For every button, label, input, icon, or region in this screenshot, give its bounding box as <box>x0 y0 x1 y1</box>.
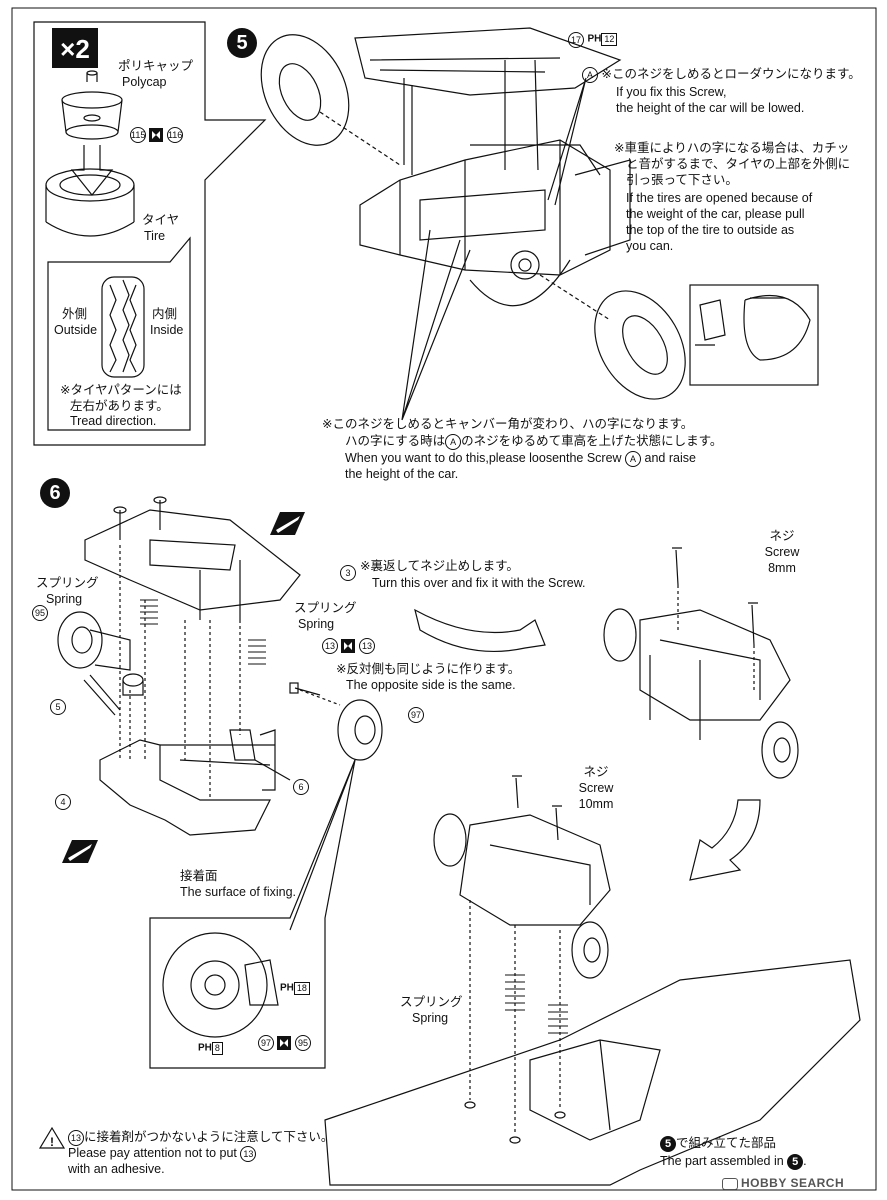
multiplier-text: ×2 <box>60 34 90 64</box>
note-b-jp-3: 引っ張って下さい。 <box>626 173 738 187</box>
spring-bottom-jp: スプリング <box>400 995 463 1009</box>
polycap-part-refs: 115 116 <box>130 126 183 143</box>
part-97-95-refs: 97 95 <box>258 1034 311 1051</box>
part-4-ref: 4 <box>55 793 71 810</box>
note-b-en-4: you can. <box>626 239 674 253</box>
note-b-en-3: the top of the tire to outside as <box>626 223 795 237</box>
part-6-ref: 6 <box>293 778 309 795</box>
part-3-ref: 3 <box>340 564 356 581</box>
swap-icon <box>341 638 356 653</box>
surface-fixing-en: The surface of fixing. <box>180 885 297 899</box>
screw-8-jp: ネジ <box>769 529 795 543</box>
note-opposite-jp: ※反対側も同じように作ります。 <box>336 662 521 676</box>
ph-12: 12 <box>601 33 618 47</box>
screw-a-marker: A <box>445 433 462 450</box>
spring-left-en: Spring <box>46 592 83 606</box>
tire-label-jp: タイヤ <box>142 213 180 227</box>
screw-8-en: Screw <box>764 545 800 559</box>
step-5-badge: 5 <box>227 28 257 58</box>
note-c-en-1: When you want to do this,please loosenth… <box>345 450 696 467</box>
polycap-label-jp: ポリキャップ <box>118 59 194 73</box>
outside-label-en: Outside <box>54 323 98 337</box>
spring-bottom-en: Spring <box>412 1011 449 1025</box>
watermark-icon <box>722 1177 738 1190</box>
surface-fixing-jp: 接着面 <box>180 869 218 883</box>
part-13-refs: 13 13 <box>322 637 375 654</box>
note-c-en-2: the height of the car. <box>345 467 459 481</box>
svg-text:!: ! <box>50 1135 54 1149</box>
inside-label-jp: 内側 <box>152 307 178 321</box>
warning-en-1: Please pay attention not to put 13 <box>68 1145 257 1162</box>
screw-a-marker: A <box>582 66 598 83</box>
note-turn-en: Turn this over and fix it with the Screw… <box>372 576 586 590</box>
tire-label-en: Tire <box>144 229 166 243</box>
part-115: 115 <box>130 126 146 143</box>
note-b-en-1: If the tires are opened because of <box>626 191 813 205</box>
part-97-ref: 97 <box>408 706 424 723</box>
swap-icon <box>149 127 164 142</box>
screw-10-en: Screw <box>578 781 614 795</box>
note-b-jp-2: と音がするまで、タイヤの上部を外側に <box>626 157 851 171</box>
inside-label-en: Inside <box>150 323 184 337</box>
spring-left-jp: スプリング <box>36 576 99 590</box>
note-b-en-2: the weight of the car, please pull <box>626 207 805 221</box>
note-a-jp: A ※このネジをしめるとローダウンになります。 <box>582 66 861 83</box>
polycap-label-en: Polycap <box>122 75 167 89</box>
note-a-en-2: the height of the car will be lowed. <box>616 101 805 115</box>
part-17: 17 <box>568 31 584 48</box>
screw-10-jp: ネジ <box>583 765 609 779</box>
spring-right-en: Spring <box>298 617 335 631</box>
ph-label: PH <box>587 33 602 45</box>
swap-icon <box>277 1035 292 1050</box>
part-116: 116 <box>166 126 183 143</box>
note-opposite-en: The opposite side is the same. <box>346 678 516 692</box>
assembled-en: The part assembled in 5. <box>660 1153 807 1170</box>
watermark: HOBBY SEARCH <box>722 1176 844 1190</box>
spring-right-jp: スプリング <box>294 601 357 615</box>
note-b-jp-1: ※車重によりハの字になる場合は、カチッ <box>614 141 850 155</box>
note-c-jp-1: ※このネジをしめるとキャンバー角が変わり、ハの字になります。 <box>322 417 694 431</box>
tread-note-jp-2: 左右があります。 <box>70 399 169 413</box>
warning-en-2: with an adhesive. <box>68 1162 165 1176</box>
outside-label-jp: 外側 <box>62 307 88 321</box>
tread-note-en: Tread direction. <box>70 414 157 428</box>
tread-note-jp-1: ※タイヤパターンには <box>60 383 182 397</box>
part-95-ref: 95 <box>32 604 48 621</box>
note-a-en-1: If you fix this Screw, <box>616 85 727 99</box>
step-6-badge: 6 <box>40 478 70 508</box>
part-5-ref: 5 <box>50 698 66 715</box>
screw-10-length: 10mm <box>578 797 614 811</box>
note-turn-jp: ※裏返してネジ止めします。 <box>360 559 519 573</box>
screw-8-length: 8mm <box>768 561 796 575</box>
screw-a-marker: A <box>625 450 642 467</box>
